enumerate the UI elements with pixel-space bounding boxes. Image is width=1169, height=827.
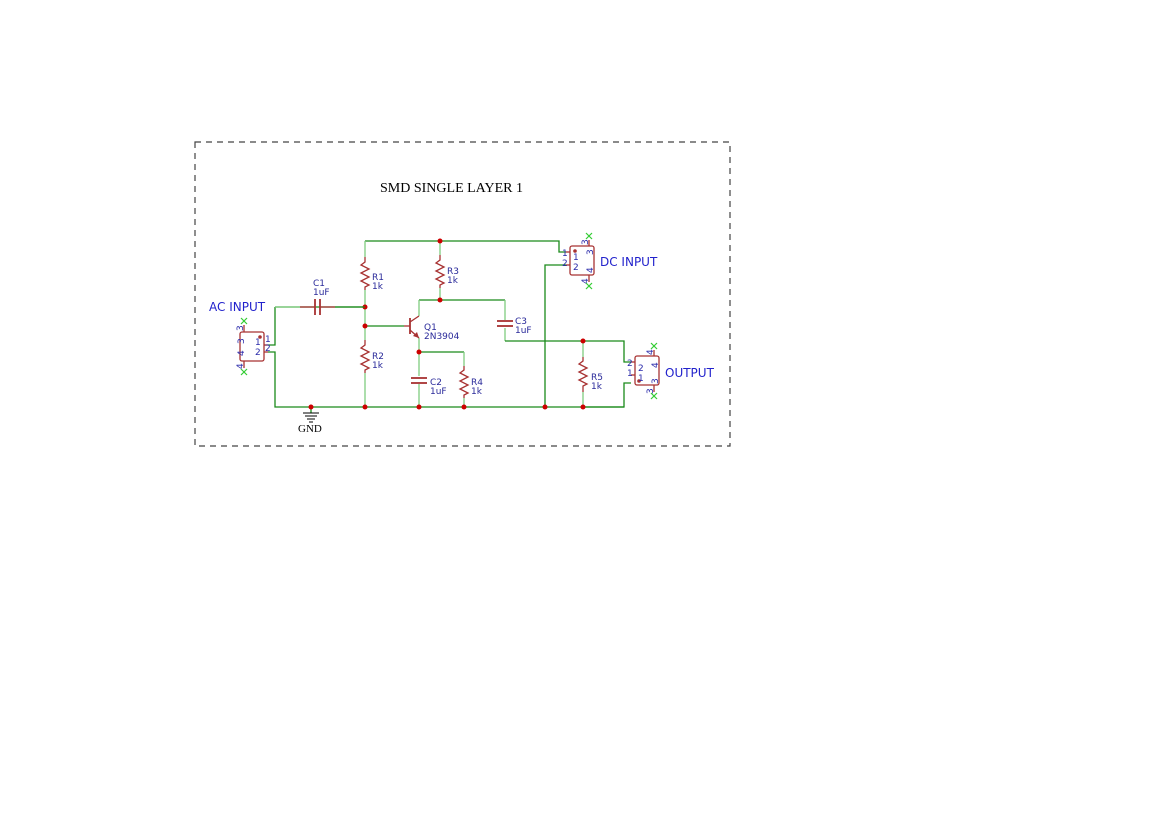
r4-ref: R4 [471, 378, 483, 388]
c1-value: 1uF [313, 288, 330, 298]
c2-ref: C2 [430, 378, 442, 388]
ac-pin-4-outer: 4 [236, 363, 246, 369]
r5-value: 1k [591, 382, 603, 392]
r3-value: 1k [447, 276, 459, 286]
ac-pin-3: 3 [237, 338, 247, 344]
c2-value: 1uF [430, 387, 447, 397]
no-connect-icon [585, 232, 593, 290]
out-pin-2-inner: 2 [638, 364, 644, 374]
dc-pin-2-inner: 2 [573, 263, 579, 273]
ac-pin-1-inner: 1 [255, 338, 261, 348]
resistor-r2[interactable]: R2 1k [359, 340, 384, 373]
no-connect-icon [650, 342, 658, 400]
out-pin-2: 2 [627, 359, 633, 369]
out-pin-4-outer: 4 [646, 349, 656, 355]
out-pin-3-outer: 3 [646, 388, 656, 394]
out-pin-1: 1 [627, 369, 633, 379]
output-label: OUTPUT [665, 366, 715, 380]
sheet-border [194, 141, 731, 447]
ac-pin-2: 2 [265, 344, 271, 354]
sheet-title: SMD SINGLE LAYER 1 [380, 181, 523, 196]
junctions [308, 238, 586, 410]
r1-ref: R1 [372, 273, 384, 283]
r2-ref: R2 [372, 352, 384, 362]
resistor-r4[interactable]: R4 1k [458, 366, 483, 398]
ac-input-label: AC INPUT [209, 300, 266, 314]
ac-pin-3-outer: 3 [236, 325, 246, 331]
r5-ref: R5 [591, 373, 603, 383]
out-pin-1-inner: 1 [638, 374, 644, 384]
c3-value: 1uF [515, 326, 532, 336]
connector-output[interactable]: OUTPUT 2 1 2 1 4 3 4 3 [627, 342, 715, 400]
ac-pin-2-inner: 2 [255, 348, 261, 358]
gnd-label: GND [298, 423, 322, 435]
connector-ac-input[interactable]: AC INPUT 1 2 1 2 3 4 3 4 [209, 300, 271, 376]
q1-value: 2N3904 [424, 332, 460, 342]
transistor-q1[interactable]: Q1 2N3904 [404, 315, 460, 342]
capacitor-c3[interactable]: C3 1uF [497, 317, 532, 336]
dc-pin-3-outer: 3 [581, 239, 591, 245]
dc-pin-1-inner: 1 [573, 253, 579, 263]
out-pin-4: 4 [651, 362, 661, 368]
dc-input-label: DC INPUT [600, 255, 658, 269]
connector-dc-input[interactable]: DC INPUT 1 2 1 2 3 4 3 4 [562, 232, 658, 290]
dc-pin-3: 3 [586, 249, 596, 255]
wires [268, 240, 631, 413]
r1-value: 1k [372, 282, 384, 292]
no-connect-icon [240, 317, 248, 376]
capacitor-c2[interactable]: C2 1uF [411, 377, 447, 397]
ac-pin-4: 4 [237, 350, 247, 356]
resistor-r5[interactable]: R5 1k [577, 357, 603, 392]
capacitor-c1[interactable]: C1 1uF [300, 279, 365, 315]
ac-pin-1: 1 [265, 335, 271, 345]
dc-pin-1: 1 [562, 249, 568, 259]
resistor-r3[interactable]: R3 1k [434, 255, 459, 288]
r4-value: 1k [471, 387, 483, 397]
resistor-r1[interactable]: R1 1k [359, 257, 384, 292]
c1-ref: C1 [313, 279, 325, 289]
c3-ref: C3 [515, 317, 527, 327]
q1-ref: Q1 [424, 323, 437, 333]
dc-pin-2: 2 [562, 259, 568, 269]
out-pin-3: 3 [651, 378, 661, 384]
gnd-symbol: GND [298, 412, 322, 435]
r3-ref: R3 [447, 267, 459, 277]
dc-pin-4-outer: 4 [581, 278, 591, 284]
dc-pin-4: 4 [586, 267, 596, 273]
r2-value: 1k [372, 361, 384, 371]
